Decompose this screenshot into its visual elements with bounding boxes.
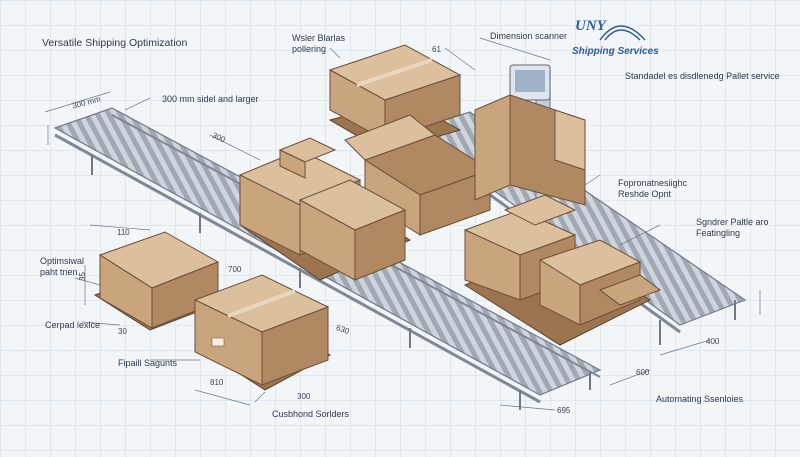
- dim-110: 110: [117, 228, 130, 237]
- dim-300b: 300: [297, 392, 311, 401]
- label-pallet-segments: Fipaill Sagunts: [118, 358, 178, 368]
- dim-35: 35: [77, 272, 87, 281]
- brand-mark: UNY: [575, 18, 606, 34]
- label-dimension-scanner: Dimension scanner: [490, 31, 568, 41]
- label-cushioned-sorters: Cusbhond Sorlders: [272, 409, 350, 419]
- label-automating: Automating Ssenloies: [656, 394, 744, 404]
- dimension-lines: [44, 37, 761, 411]
- label-carpet-box: Cerpad lexlce: [45, 320, 101, 330]
- dim-810: 810: [210, 378, 224, 387]
- label-pallet-service: Standadel es disdlenedg Pallet service: [625, 71, 780, 81]
- open-box: [344, 114, 492, 236]
- dim-400: 400: [706, 337, 720, 346]
- label-optimal-path: Optimsiwal paht tnen: [40, 256, 85, 277]
- box-bottom-center: [193, 274, 330, 386]
- label-side-spec: 300 mm sidel and larger: [162, 94, 259, 104]
- scanner-enclosure: [474, 94, 586, 206]
- label-pallet-features: Sgndrer Paltle aro Featingling: [696, 217, 769, 238]
- box-stack-left: [238, 137, 407, 281]
- brand-name: Shipping Services: [572, 46, 659, 57]
- label-pallet-top: Wsler Blarlas pollering: [292, 33, 346, 54]
- dim-30: 30: [118, 327, 127, 336]
- label-profile-scan: Fopronatnesiighc Reshde Opnt: [618, 178, 688, 199]
- dim-695: 695: [557, 406, 571, 415]
- brand-logo-graphic: [599, 25, 646, 41]
- dim-700: 700: [228, 265, 242, 274]
- dim-600: 600: [636, 368, 650, 377]
- box-bottom-left: [98, 231, 220, 329]
- page-title: Versatile Shipping Optimization: [42, 37, 188, 49]
- box-pile-right: [463, 194, 662, 326]
- dim-61: 61: [432, 45, 441, 54]
